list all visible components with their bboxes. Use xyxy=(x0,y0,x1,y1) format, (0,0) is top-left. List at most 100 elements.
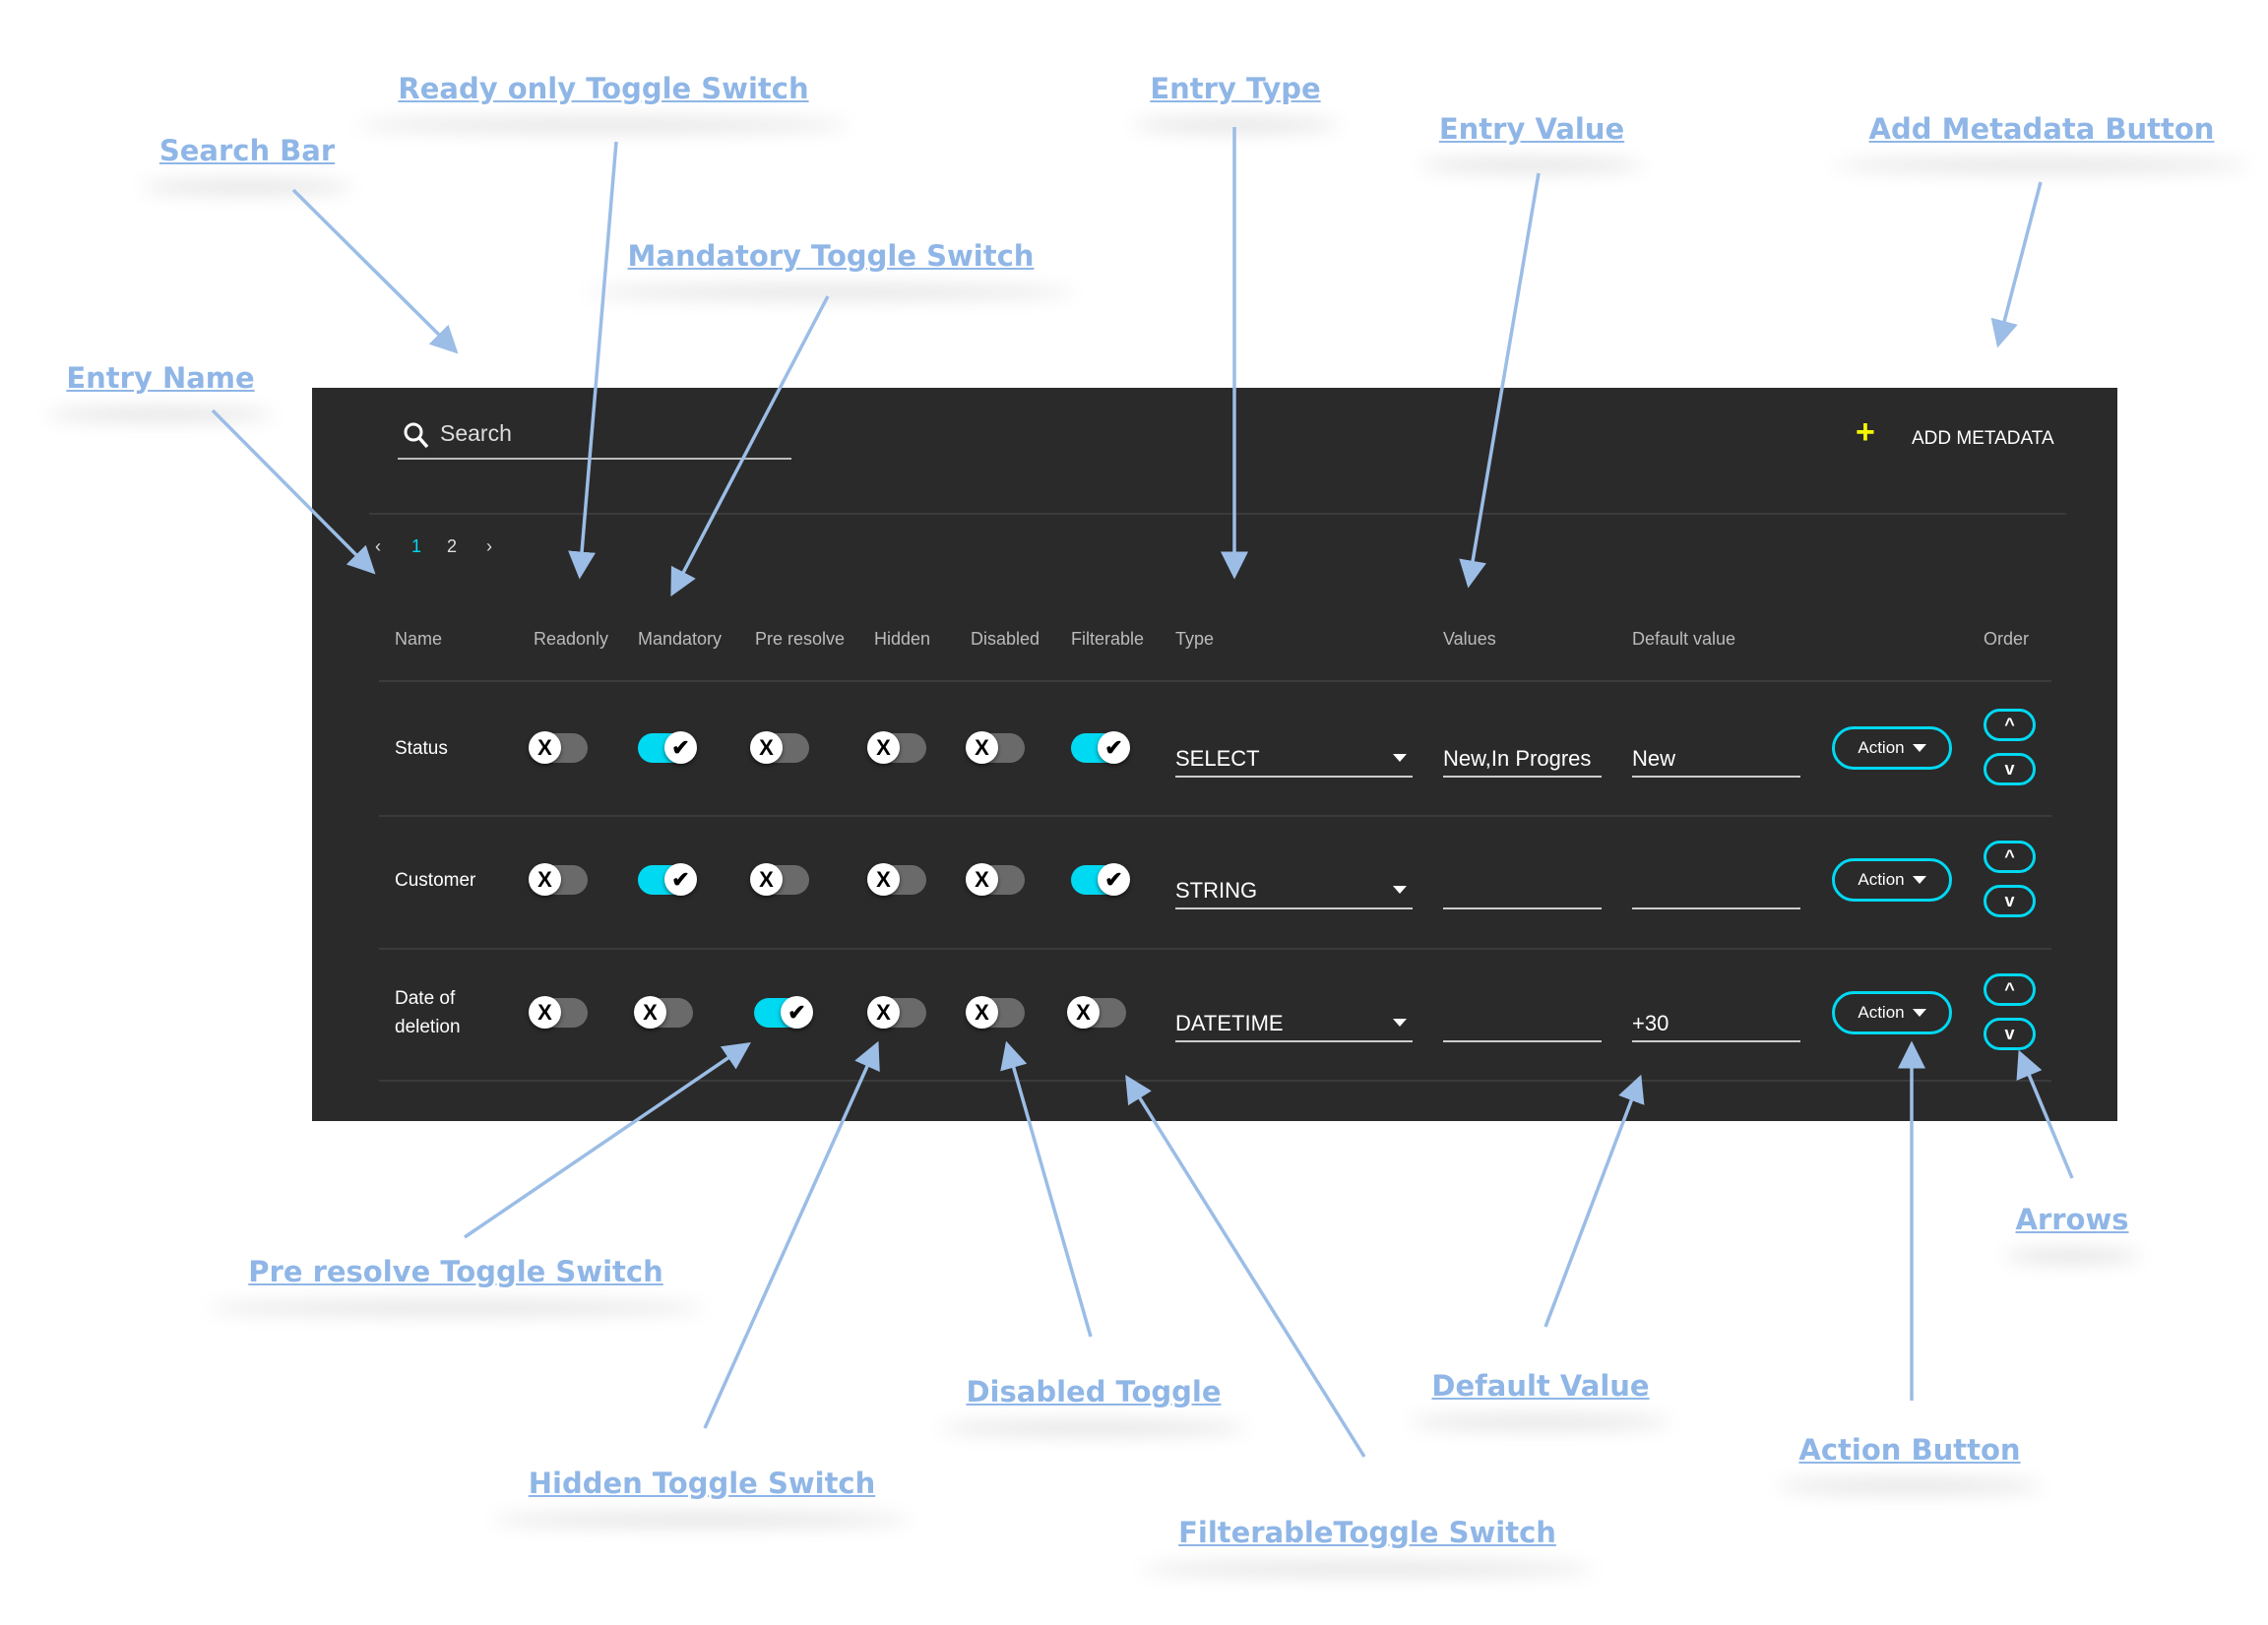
hidden-toggle[interactable]: X xyxy=(867,996,926,1029)
move-up-button[interactable]: ^ xyxy=(1984,973,2036,1006)
move-down-button[interactable]: v xyxy=(1984,1018,2036,1050)
action-label: Action xyxy=(1858,870,1905,889)
pre-resolve-toggle[interactable]: ✔ xyxy=(754,996,813,1029)
entry-name: Status xyxy=(395,738,448,759)
hidden-toggle[interactable]: X xyxy=(867,863,926,896)
label-readonly-toggle[interactable]: Ready only Toggle Switch xyxy=(398,72,809,105)
check-icon: ✔ xyxy=(1098,863,1130,896)
label-mandatory-toggle[interactable]: Mandatory Toggle Switch xyxy=(627,239,1035,273)
default-value-input[interactable]: +30 xyxy=(1632,1005,1800,1042)
row-divider xyxy=(379,815,2051,817)
col-filterable: Filterable xyxy=(1071,629,1145,649)
move-up-button[interactable]: ^ xyxy=(1984,709,2036,741)
entry-type-select[interactable]: STRING xyxy=(1175,872,1413,909)
pre-resolve-toggle[interactable]: X xyxy=(750,731,809,764)
x-icon: X xyxy=(867,863,900,896)
disabled-toggle[interactable]: X xyxy=(966,731,1025,764)
arrow-add-metadata xyxy=(1990,181,2043,348)
label-action-button[interactable]: Action Button xyxy=(1798,1433,2021,1467)
readonly-toggle[interactable]: X xyxy=(529,996,588,1029)
row-divider xyxy=(379,1080,2051,1082)
x-icon: X xyxy=(1067,996,1100,1029)
label-arrows[interactable]: Arrows xyxy=(2015,1203,2129,1236)
entry-values-input[interactable] xyxy=(1443,1005,1602,1042)
filterable-toggle[interactable]: X xyxy=(1067,996,1126,1029)
col-name: Name xyxy=(395,629,443,649)
entry-type-value: SELECT xyxy=(1175,746,1260,771)
x-icon: X xyxy=(867,996,900,1029)
header-divider xyxy=(379,680,2051,682)
entry-type-select[interactable]: DATETIME xyxy=(1175,1005,1413,1042)
metadata-panel: Search + ADD METADATA ‹ 1 2 › Name Reado… xyxy=(312,388,2117,1121)
hidden-toggle[interactable]: X xyxy=(867,731,926,764)
label-pre-resolve-toggle[interactable]: Pre resolve Toggle Switch xyxy=(248,1255,663,1288)
filterable-toggle[interactable]: ✔ xyxy=(1071,863,1130,896)
arrow-search-bar xyxy=(291,188,459,354)
col-values: Values xyxy=(1443,629,1496,649)
label-entry-type[interactable]: Entry Type xyxy=(1150,72,1321,105)
entry-values-input[interactable] xyxy=(1443,872,1602,909)
caret-down-icon xyxy=(1912,744,1926,752)
entry-name: Customer xyxy=(395,870,476,891)
x-icon: X xyxy=(529,731,561,764)
entry-values-input[interactable]: New,In Progres xyxy=(1443,740,1602,778)
entry-type-value: DATETIME xyxy=(1175,1011,1284,1035)
pre-resolve-toggle[interactable]: X xyxy=(750,863,809,896)
add-metadata-label: ADD METADATA xyxy=(1912,428,2054,449)
entry-type-select[interactable]: SELECT xyxy=(1175,740,1413,778)
col-readonly: Readonly xyxy=(534,629,609,649)
move-down-button[interactable]: v xyxy=(1984,753,2036,785)
caret-down-icon xyxy=(1912,1009,1926,1017)
readonly-toggle[interactable]: X xyxy=(529,731,588,764)
action-button[interactable]: Action xyxy=(1832,726,1952,770)
caret-down-icon xyxy=(1393,1019,1407,1027)
col-mandatory: Mandatory xyxy=(638,629,723,649)
move-up-button[interactable]: ^ xyxy=(1984,841,2036,873)
label-entry-name[interactable]: Entry Name xyxy=(66,361,255,395)
label-filterable-toggle[interactable]: FilterableToggle Switch xyxy=(1178,1516,1556,1549)
x-icon: X xyxy=(529,996,561,1029)
action-label: Action xyxy=(1858,1003,1905,1022)
action-label: Action xyxy=(1858,738,1905,757)
filterable-toggle[interactable]: ✔ xyxy=(1071,731,1130,764)
disabled-toggle[interactable]: X xyxy=(966,996,1025,1029)
row-divider xyxy=(379,948,2051,950)
move-down-button[interactable]: v xyxy=(1984,885,2036,917)
x-icon: X xyxy=(529,863,561,896)
action-button[interactable]: Action xyxy=(1832,858,1952,902)
mandatory-toggle[interactable]: ✔ xyxy=(638,731,697,764)
x-icon: X xyxy=(750,731,783,764)
col-hidden: Hidden xyxy=(874,629,931,649)
disabled-toggle[interactable]: X xyxy=(966,863,1025,896)
default-value-input[interactable] xyxy=(1632,872,1800,909)
action-button[interactable]: Action xyxy=(1832,991,1952,1034)
label-hidden-toggle[interactable]: Hidden Toggle Switch xyxy=(528,1467,876,1500)
search-input[interactable]: Search xyxy=(440,420,512,446)
x-icon: X xyxy=(966,996,998,1029)
pagination-next[interactable]: › xyxy=(486,536,492,556)
label-add-metadata-button[interactable]: Add Metadata Button xyxy=(1868,112,2215,146)
pagination-page-1[interactable]: 1 xyxy=(411,536,422,556)
label-disabled-toggle[interactable]: Disabled Toggle xyxy=(966,1375,1222,1408)
readonly-toggle[interactable]: X xyxy=(529,863,588,896)
entry-type-value: STRING xyxy=(1175,878,1258,903)
x-icon: X xyxy=(750,863,783,896)
label-entry-value[interactable]: Entry Value xyxy=(1438,112,1625,146)
col-disabled: Disabled xyxy=(971,629,1040,649)
check-icon: ✔ xyxy=(664,731,697,764)
search-icon xyxy=(404,422,429,449)
x-icon: X xyxy=(966,863,998,896)
divider xyxy=(369,513,2066,515)
search-underline xyxy=(398,458,791,460)
label-search-bar[interactable]: Search Bar xyxy=(158,134,336,167)
col-default-value: Default value xyxy=(1632,629,1736,649)
pagination-prev[interactable]: ‹ xyxy=(375,536,381,556)
default-value-input[interactable]: New xyxy=(1632,740,1800,778)
x-icon: X xyxy=(966,731,998,764)
mandatory-toggle[interactable]: X xyxy=(634,996,693,1029)
check-icon: ✔ xyxy=(664,863,697,896)
pagination-page-2[interactable]: 2 xyxy=(447,536,458,556)
caret-down-icon xyxy=(1393,886,1407,894)
mandatory-toggle[interactable]: ✔ xyxy=(638,863,697,896)
label-default-value[interactable]: Default Value xyxy=(1431,1369,1650,1403)
